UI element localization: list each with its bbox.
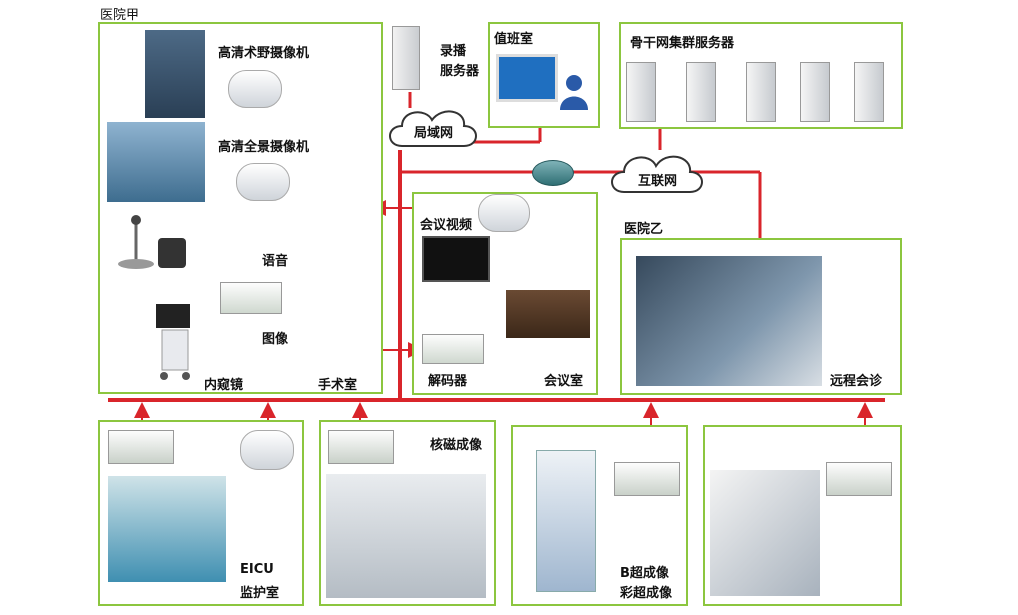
remote-consult-label: 远程会诊	[830, 374, 883, 389]
panorama-camera-label: 高清全景摄像机	[218, 140, 310, 155]
voice-label: 语音	[262, 254, 289, 269]
ultrasound-encoder-icon	[614, 462, 680, 496]
lan-label: 局域网	[414, 126, 454, 141]
record-server-icon	[392, 26, 420, 90]
panorama-room-photo	[107, 122, 205, 202]
image-label: 图像	[262, 332, 289, 347]
eicu-label-2: 监护室	[240, 586, 280, 601]
operating-room-photo	[145, 30, 205, 118]
eicu-ward-photo	[108, 476, 226, 582]
consultation-photo	[636, 256, 822, 386]
hospital-a-label: 医院甲	[100, 8, 140, 23]
mri-label: 核磁成像	[430, 438, 483, 453]
user-icon	[560, 74, 588, 110]
mri-encoder-icon	[328, 430, 394, 464]
eicu-label-1: EICU	[240, 562, 274, 577]
endoscope-cart-icon	[152, 300, 204, 382]
server-icon-3	[746, 62, 776, 122]
eicu-camera-icon	[240, 430, 294, 470]
ultrasound-label-2: 彩超成像	[620, 586, 673, 601]
decoder-label: 解码器	[428, 374, 468, 389]
server-icon-2	[686, 62, 716, 122]
ultrasound-machine-icon	[536, 450, 596, 592]
server-icon-5	[854, 62, 884, 122]
monitor-icon	[496, 54, 558, 102]
internet-cloud-icon	[606, 148, 706, 202]
ultrasound-label-1: B超成像	[620, 566, 669, 581]
panorama-camera-icon	[236, 163, 290, 201]
router-icon	[532, 160, 574, 186]
server-icon-1	[626, 62, 656, 122]
server-icon-4	[800, 62, 830, 122]
record-server-label-1: 录播	[440, 44, 467, 59]
meeting-video-label: 会议视频	[420, 218, 473, 233]
microphone-icon	[110, 212, 162, 270]
headset-pack-icon	[158, 238, 186, 268]
tv-screen-icon	[422, 236, 490, 282]
eicu-encoder-icon	[108, 430, 174, 464]
decoder-device-icon	[422, 334, 484, 364]
xray-machine-photo	[710, 470, 820, 596]
meeting-camera-icon	[478, 194, 530, 232]
field-camera-icon	[228, 70, 282, 108]
duty-room-label: 值班室	[494, 32, 534, 47]
encoder-device-icon	[220, 282, 282, 314]
xray-encoder-icon	[826, 462, 892, 496]
surgery-room-label: 手术室	[318, 378, 358, 393]
meeting-chairs-icon	[506, 290, 590, 338]
endoscope-label: 内窥镜	[204, 378, 244, 393]
lan-cloud-icon	[384, 104, 480, 156]
field-camera-label: 高清术野摄像机	[218, 46, 310, 61]
internet-label: 互联网	[638, 174, 678, 189]
hospital-b-label: 医院乙	[624, 222, 664, 237]
mri-scanner-photo	[326, 474, 486, 598]
meeting-room-label: 会议室	[544, 374, 584, 389]
backbone-cluster-label: 骨干网集群服务器	[630, 36, 735, 51]
record-server-label-2: 服务器	[440, 64, 480, 79]
